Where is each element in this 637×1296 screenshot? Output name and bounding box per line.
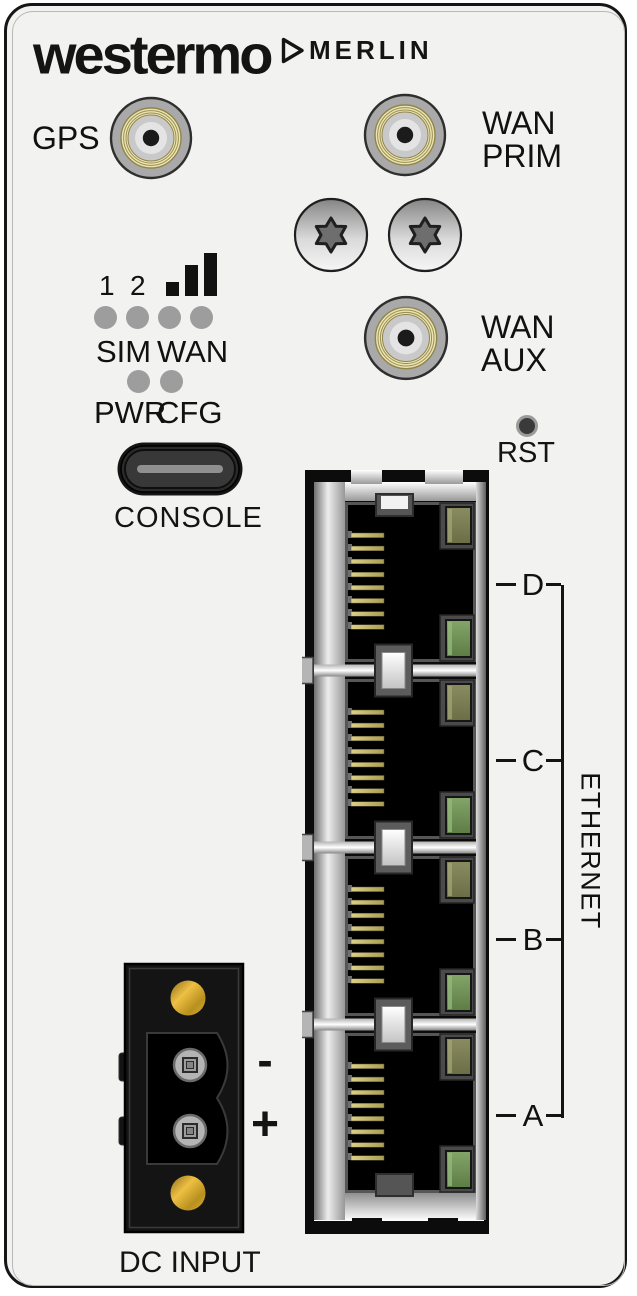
port-b-bracket-tick [546, 938, 561, 941]
led-sim-1 [94, 306, 117, 329]
port-c-bracket-tick [546, 759, 561, 762]
wan-aux-antenna-connector[interactable] [360, 292, 452, 384]
signal-strength-icon [166, 253, 217, 296]
port-d-bracket-tick [546, 583, 561, 586]
port-d-label: D [521, 567, 545, 602]
port-a-bracket-tick [546, 1114, 561, 1117]
console-usb-c-port[interactable] [116, 441, 244, 497]
ethernet-port-block[interactable] [302, 468, 492, 1238]
dc-negative-label: - [257, 1034, 273, 1086]
torx-screw-left [293, 197, 369, 273]
dc-input-terminal-block[interactable] [112, 958, 252, 1243]
port-a-label: A [522, 1098, 544, 1133]
reset-button[interactable] [516, 415, 538, 437]
sim2-number-label: 2 [130, 270, 146, 301]
westermo-logo: westermo [33, 23, 273, 86]
led-sim-2 [126, 306, 149, 329]
gps-antenna-connector[interactable] [106, 93, 196, 183]
port-b-label: B [522, 922, 544, 957]
wan-prim-antenna-connector[interactable] [360, 90, 450, 180]
ethernet-group-bracket [561, 585, 564, 1118]
cfg-led-label: CFG [157, 395, 223, 430]
gps-label: GPS [32, 120, 100, 156]
torx-screw-right [387, 197, 463, 273]
ethernet-group-label: ETHERNET [575, 772, 606, 930]
led-pwr [127, 370, 150, 393]
sim-led-label: SIM [96, 334, 152, 369]
dc-input-label: DC INPUT [119, 1246, 261, 1279]
port-b-tick [496, 938, 516, 941]
reset-label: RST [497, 437, 555, 469]
port-d-tick [496, 583, 516, 586]
led-wan-signal-2 [190, 306, 213, 329]
sim1-number-label: 1 [99, 270, 115, 301]
port-c-label: C [521, 743, 545, 778]
led-cfg [160, 370, 183, 393]
merlin-triangle-icon [281, 37, 304, 64]
dc-positive-label: + [250, 1098, 280, 1151]
led-wan-signal-1 [158, 306, 181, 329]
port-c-tick [496, 759, 516, 762]
console-label: CONSOLE [114, 502, 263, 534]
wan-led-label: WAN [157, 334, 229, 369]
product-name: MERLIN [309, 35, 433, 65]
port-a-tick [496, 1114, 516, 1117]
pwr-led-label: PWR [94, 395, 167, 430]
